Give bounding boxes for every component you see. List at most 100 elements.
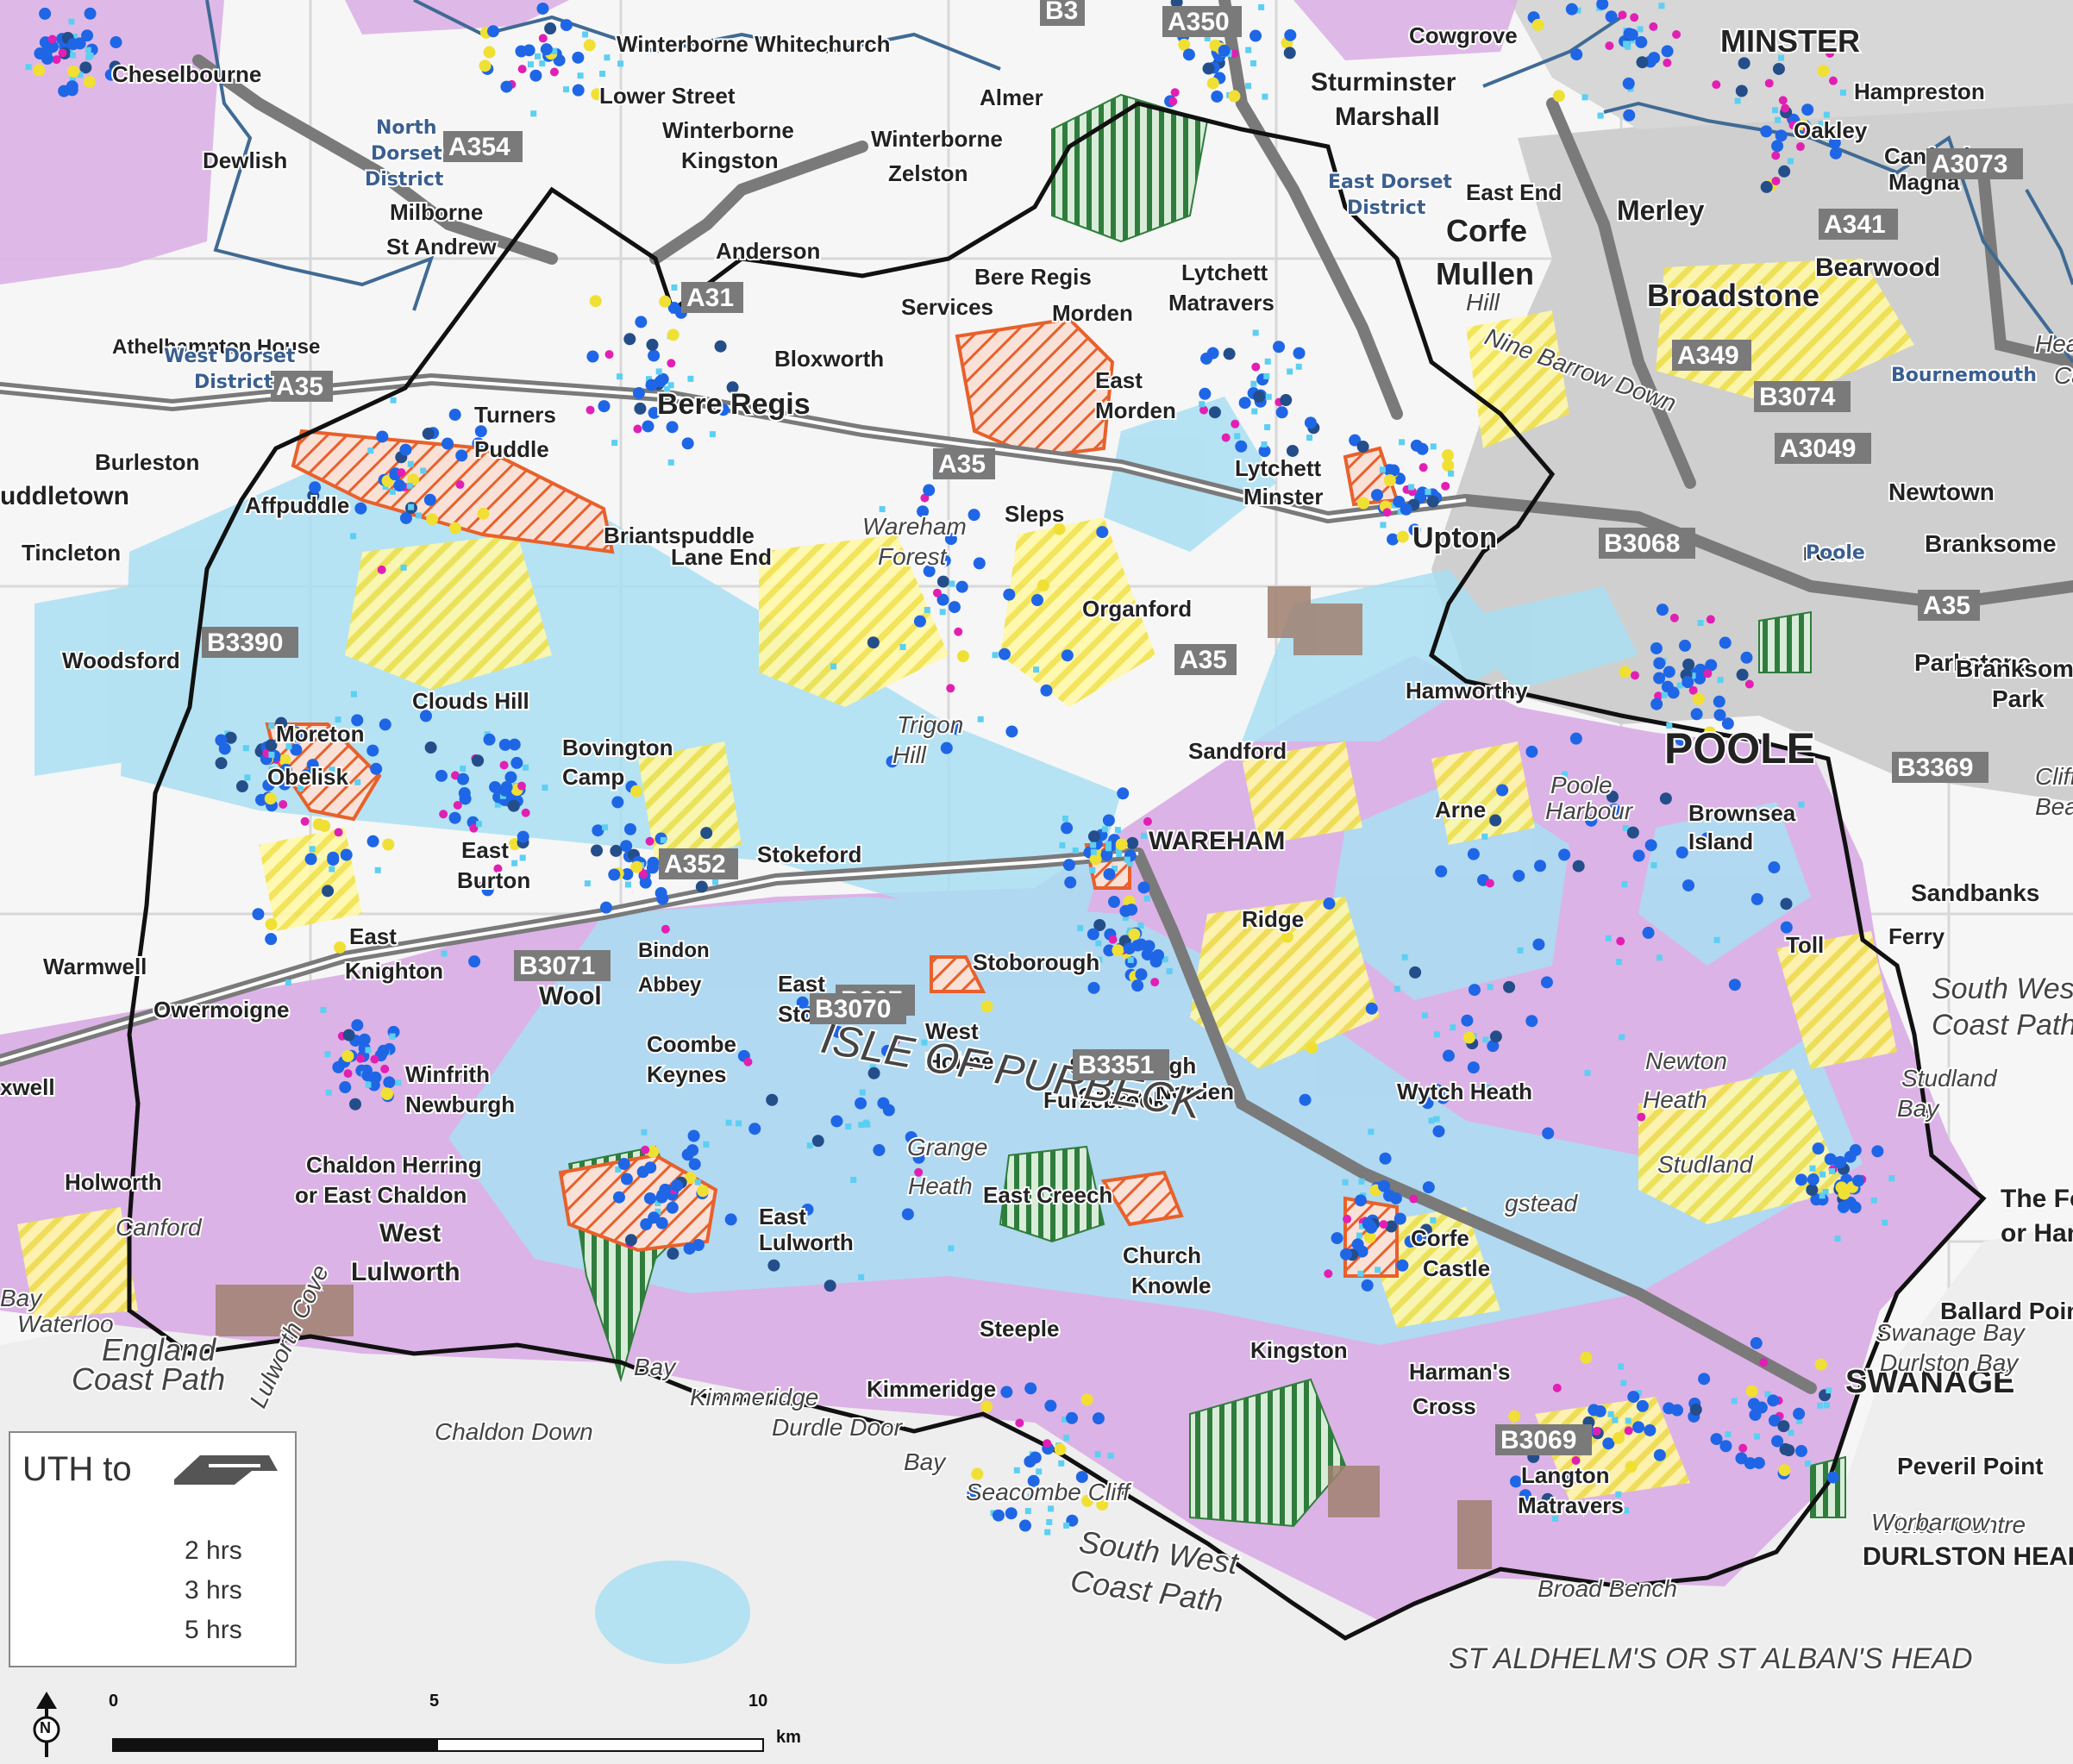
map-marker xyxy=(343,1069,353,1079)
map-marker xyxy=(1027,1474,1040,1487)
map-marker xyxy=(517,781,526,791)
map-marker xyxy=(215,734,228,747)
map-marker xyxy=(1383,474,1396,487)
scale-unit: km xyxy=(776,1728,801,1747)
map-marker xyxy=(527,61,534,68)
map-marker xyxy=(1788,1429,1794,1436)
map-marker xyxy=(1725,1431,1732,1438)
road-shield xyxy=(1672,340,1751,371)
aonb-north-top xyxy=(1293,0,1518,60)
map-marker xyxy=(1620,1379,1627,1386)
map-marker xyxy=(420,467,427,474)
map-marker xyxy=(563,86,570,93)
place-label: Organford xyxy=(1082,596,1192,622)
map-marker xyxy=(370,1054,379,1064)
map-marker xyxy=(648,349,661,362)
map-marker xyxy=(620,1173,633,1185)
road-label: B3068 xyxy=(1604,529,1680,558)
map-marker xyxy=(1211,90,1224,103)
map-marker xyxy=(419,710,432,722)
road-label: A35 xyxy=(1923,591,1970,620)
map-marker xyxy=(1425,488,1431,495)
place-label: WAREHAM xyxy=(1149,827,1285,855)
map-marker xyxy=(327,851,340,864)
place-label: Keynes xyxy=(647,1061,727,1087)
map-marker xyxy=(366,744,379,757)
map-marker xyxy=(1393,495,1406,508)
map-marker xyxy=(1090,848,1097,855)
map-marker xyxy=(1031,594,1044,607)
map-marker xyxy=(667,359,676,368)
map-marker xyxy=(1698,1373,1711,1386)
map-marker xyxy=(880,1044,893,1057)
map-marker xyxy=(845,1123,852,1130)
italic-label: Harbour xyxy=(1545,798,1634,824)
map-marker xyxy=(1299,1093,1312,1106)
district-label: Bournemouth xyxy=(1891,365,2037,386)
map-marker xyxy=(1387,464,1400,477)
place-label: Sleps xyxy=(1005,501,1064,527)
place-label: East xyxy=(1095,367,1143,393)
place-label: Branksome xyxy=(1925,530,2057,557)
map-marker xyxy=(1679,639,1692,652)
map-marker xyxy=(1632,849,1645,862)
map-marker xyxy=(1064,876,1077,889)
map-marker xyxy=(687,1129,700,1142)
road-shield xyxy=(659,848,738,879)
map-marker xyxy=(1404,1235,1417,1248)
map-marker xyxy=(617,60,624,67)
map-marker xyxy=(1608,803,1621,816)
map-marker xyxy=(1525,1015,1538,1028)
map-marker xyxy=(498,738,511,751)
map-marker xyxy=(971,1467,984,1480)
italic-label: Bay xyxy=(904,1448,947,1475)
scale-bar: 0 5 10 km xyxy=(0,1690,862,1764)
district-label: District xyxy=(365,169,444,191)
map-marker xyxy=(1804,1460,1811,1467)
place-label: Hampreston xyxy=(1854,78,1985,104)
map-marker xyxy=(1245,47,1252,53)
map-marker xyxy=(1819,1192,1826,1199)
map-marker xyxy=(1750,892,1763,905)
map-marker xyxy=(1565,3,1578,16)
map-marker xyxy=(623,823,636,835)
map-marker xyxy=(1663,1402,1675,1415)
legend-3hrs: 3 hrs xyxy=(185,1576,242,1604)
map-marker xyxy=(1644,1423,1657,1436)
map-marker xyxy=(1461,1014,1474,1027)
map-marker xyxy=(1615,1491,1622,1498)
map-marker xyxy=(1571,1456,1581,1466)
map-marker xyxy=(1552,1383,1562,1392)
place-label: uddletown xyxy=(0,482,129,510)
place-label: Hamworthy xyxy=(1406,678,1528,704)
map-marker xyxy=(297,785,304,791)
map-marker xyxy=(582,31,589,38)
map-marker xyxy=(1264,424,1271,431)
district-label: Dorset xyxy=(371,143,442,165)
map-marker xyxy=(801,1203,814,1216)
map-marker xyxy=(1024,1508,1031,1515)
map-marker xyxy=(1054,1443,1067,1456)
road-shield xyxy=(1819,209,1898,240)
map-marker xyxy=(1387,533,1400,546)
place-label: Bearwood xyxy=(1815,253,1940,282)
map-marker xyxy=(1072,848,1079,854)
aonb-north xyxy=(0,0,224,285)
italic-label: Waterloo xyxy=(17,1310,114,1337)
map-marker xyxy=(655,1217,668,1229)
place-label: Minster xyxy=(1243,484,1323,510)
map-marker xyxy=(858,1273,865,1280)
map-marker xyxy=(1823,1402,1830,1409)
map-marker xyxy=(493,864,503,873)
map-marker xyxy=(1713,709,1726,722)
place-label: Turners xyxy=(474,402,556,428)
map-marker xyxy=(1393,1212,1406,1225)
map-marker xyxy=(1385,1220,1398,1233)
map-marker xyxy=(560,19,573,32)
map-marker xyxy=(365,1081,372,1088)
place-label: Kingston xyxy=(681,147,779,173)
map-marker xyxy=(1062,859,1075,872)
place-label: Brownsea xyxy=(1688,800,1796,826)
map-marker xyxy=(1713,695,1725,708)
